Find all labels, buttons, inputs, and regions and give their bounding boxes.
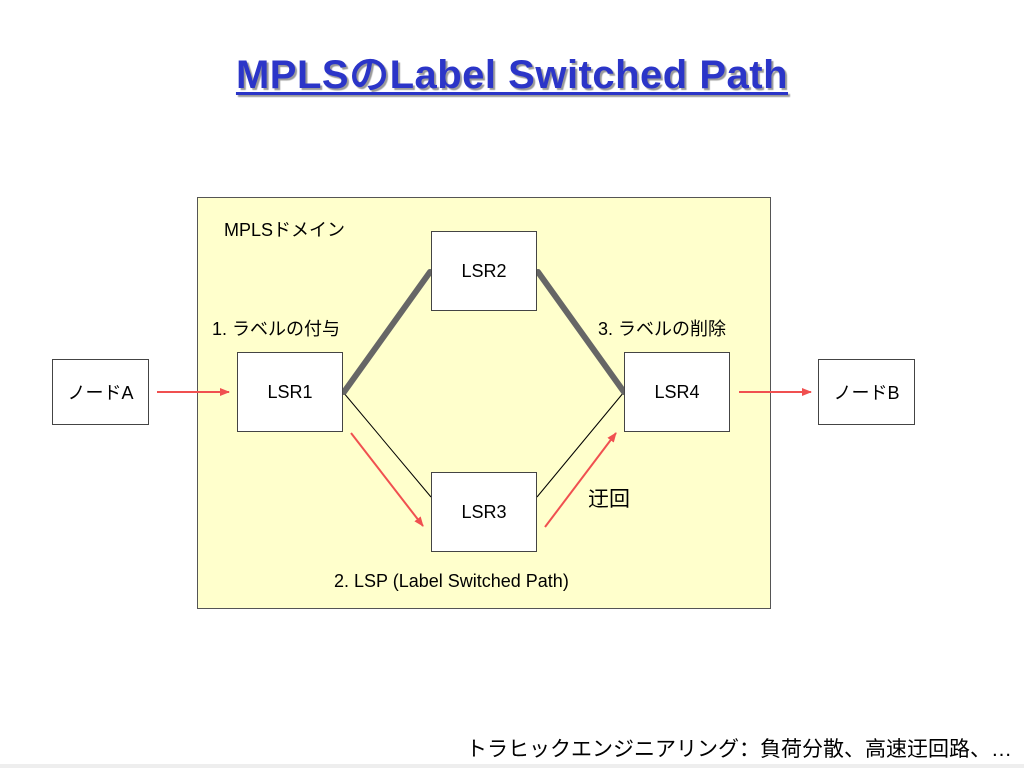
node-a: ノードA [52, 359, 149, 425]
step3-label: 3. ラベルの削除 [598, 319, 727, 339]
step1-label: 1. ラベルの付与 [212, 319, 341, 339]
detour-label: 迂回 [588, 488, 630, 511]
lsp-link-lsr1-lsr2 [341, 269, 433, 395]
lsr4: LSR4 [624, 352, 730, 432]
lsp-link-lsr2-lsr4 [535, 269, 627, 395]
arrow-lsr3-lsr4 [544, 432, 617, 528]
footer-note: トラヒックエンジニアリング：負荷分散、高速迂回路、… [466, 738, 1012, 761]
node-b: ノードB [818, 359, 915, 425]
domain-label: MPLSドメイン [224, 220, 346, 240]
step2-label: 2. LSP (Label Switched Path) [334, 571, 569, 591]
lsr1: LSR1 [237, 352, 343, 432]
link-lsr3-lsr4 [536, 391, 625, 498]
lsr2: LSR2 [431, 231, 537, 311]
arrow-lsr1-lsr3 [350, 432, 424, 527]
page-title: MPLSのLabel Switched Path [235, 53, 789, 97]
lsr3: LSR3 [431, 472, 537, 552]
bottom-rule [0, 764, 1024, 768]
link-lsr1-lsr3 [342, 391, 432, 498]
